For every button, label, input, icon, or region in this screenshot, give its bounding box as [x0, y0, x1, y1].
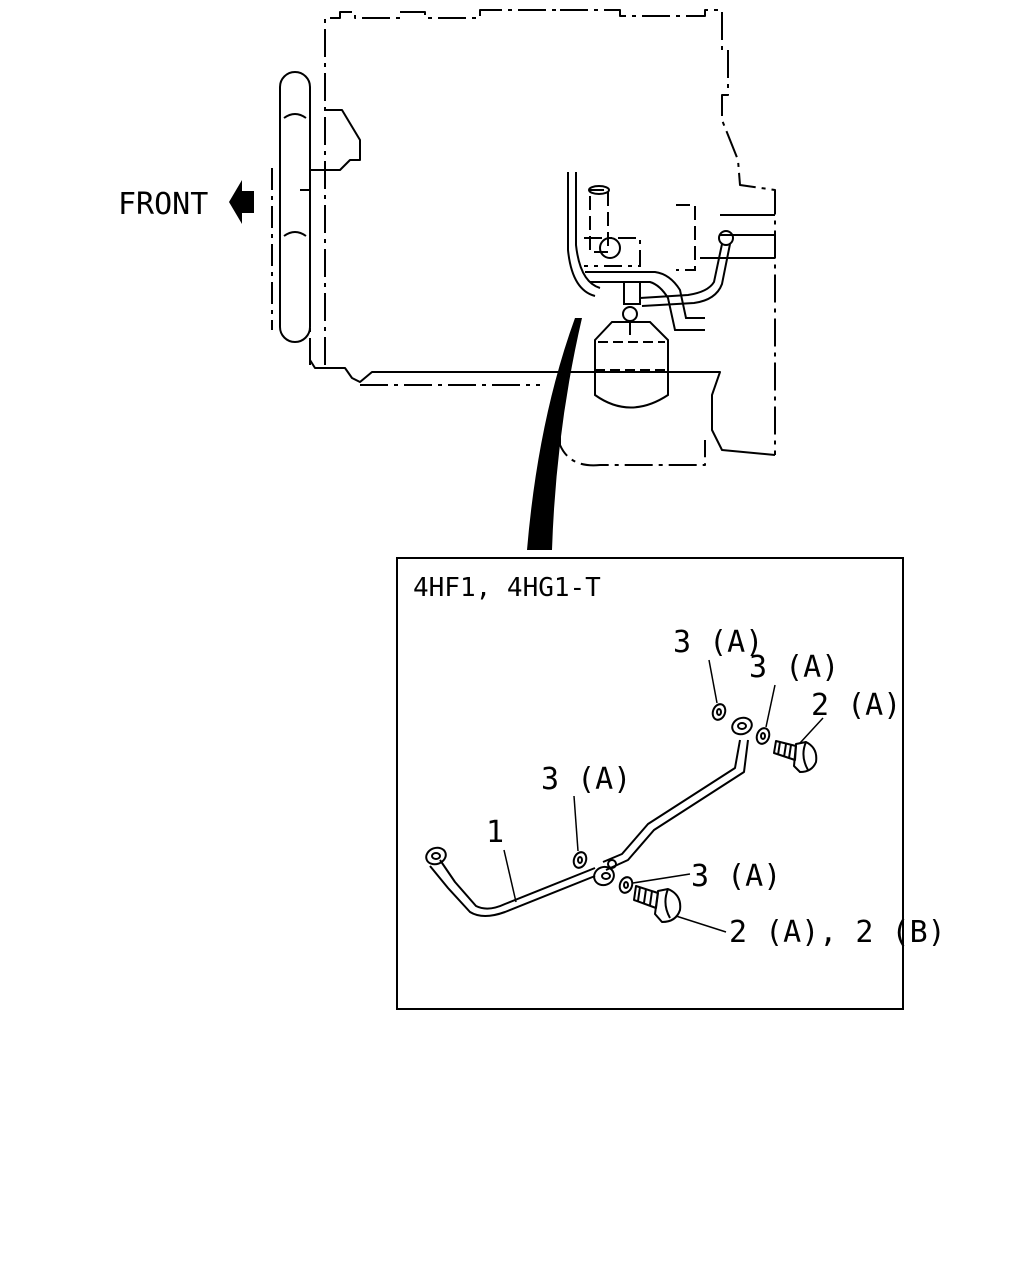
front-arrow-icon	[229, 180, 254, 224]
bolt-lower	[633, 885, 682, 923]
callout-washer-top-right: 3 (A)	[749, 650, 839, 685]
callout-pipe: 1	[486, 815, 504, 850]
front-label: FRONT	[118, 187, 208, 222]
callout-leaders	[503, 659, 824, 933]
washer-top-left	[711, 703, 727, 721]
callout-washer-mid: 3 (A)	[541, 762, 631, 797]
washer-mid	[572, 851, 588, 869]
detail-leader	[527, 318, 582, 550]
callout-bolt-lower: 2 (A), 2 (B)	[729, 915, 946, 950]
washers	[572, 703, 771, 894]
radiator-hose	[271, 71, 311, 343]
engine-model-label: 4HF1, 4HG1-T	[413, 573, 601, 603]
bolts	[633, 740, 818, 923]
callout-bolt-top: 2 (A)	[811, 688, 901, 723]
pipe-eye-joints	[425, 716, 753, 887]
oil-filter-area	[567, 172, 775, 409]
engine-overview	[300, 9, 776, 467]
callout-washer-top-left: 3 (A)	[673, 625, 763, 660]
bolt-top	[773, 740, 818, 773]
washer-top-right	[755, 727, 771, 745]
detail-frame	[396, 557, 904, 1010]
callout-washer-lower: 3 (A)	[691, 859, 781, 894]
washer-lower	[618, 876, 634, 894]
oil-feed-pipe	[429, 739, 749, 917]
